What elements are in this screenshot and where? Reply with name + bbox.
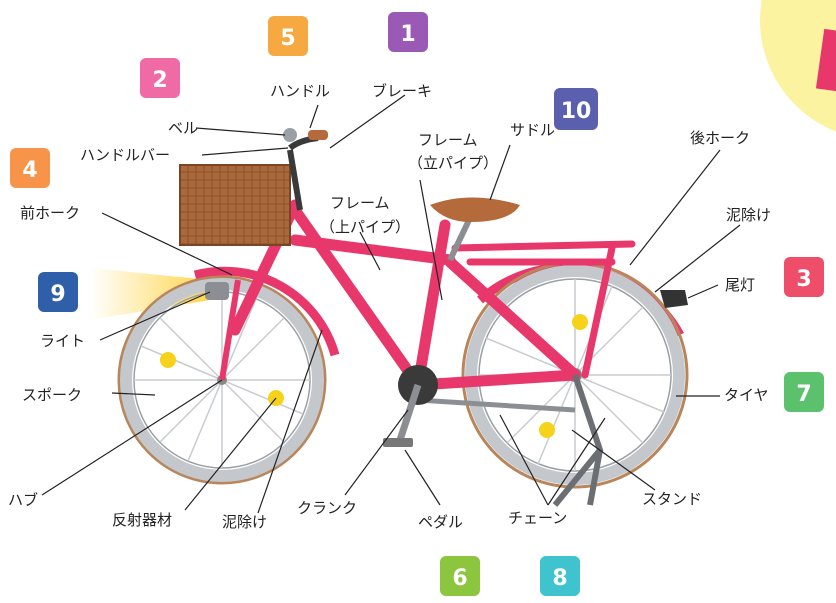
label-frame-top-2: （上パイプ） [320, 218, 410, 236]
badge-9-number: 9 [50, 282, 65, 307]
bell [283, 128, 297, 142]
badge-6-box [440, 556, 480, 596]
label-tire: タイヤ [724, 386, 769, 404]
label-bell: ベル [168, 119, 198, 137]
label-spoke: スポーク [22, 386, 82, 404]
badge-7-box [784, 372, 824, 412]
saddle [430, 197, 520, 222]
handle-grip [308, 130, 328, 140]
pedal-shape [383, 438, 413, 447]
label-taillight: 尾灯 [725, 276, 755, 294]
badge-10-box [554, 88, 598, 130]
label-mudguard-rear: 泥除け [726, 206, 771, 224]
front-mudguard [193, 266, 340, 357]
badge-6-number: 6 [452, 566, 467, 591]
badge-10-number: 10 [561, 99, 592, 124]
badge-2: 2 [140, 58, 180, 98]
badge-4-box [10, 148, 50, 188]
label-brake: ブレーキ [372, 82, 432, 100]
badge-9: 9 [38, 272, 78, 312]
label-mudguard-front: 泥除け [222, 513, 267, 531]
taillight [660, 290, 688, 308]
label-stand: スタンド [642, 490, 702, 508]
corner-decoration [760, 0, 836, 132]
badge-6: 6 [440, 556, 480, 596]
badge-8: 8 [540, 556, 580, 596]
label-hub: ハブ [8, 491, 38, 509]
seat-post [447, 216, 473, 262]
label-frame-top-1: フレーム [330, 194, 390, 212]
label-light: ライト [40, 332, 85, 350]
label-front-fork: 前ホーク [20, 204, 80, 222]
badge-1-box [388, 12, 428, 52]
badge-8-number: 8 [552, 566, 567, 591]
crank-arm [396, 383, 422, 442]
badge-7: 7 [784, 372, 824, 412]
front-reflector [160, 352, 176, 368]
headlight [205, 282, 229, 300]
badge-2-number: 2 [152, 68, 167, 93]
label-pedal: ペダル [418, 513, 463, 531]
frame [229, 199, 581, 391]
badge-2-box [140, 58, 180, 98]
label-handlebar: ハンドルバー [80, 146, 170, 164]
badge-1-number: 1 [400, 22, 415, 47]
front-fork [219, 279, 241, 381]
rear-reflector [572, 314, 588, 330]
badge-1: 1 [388, 12, 428, 52]
label-reflector: 反射器材 [112, 511, 172, 529]
badge-5-number: 5 [280, 26, 295, 51]
badge-3-number: 3 [796, 267, 811, 292]
rear-reflector-2 [539, 422, 555, 438]
badge-4: 4 [10, 148, 50, 188]
badge-10: 10 [554, 88, 598, 130]
label-rear-fork: 後ホーク [690, 129, 750, 147]
label-frame-vertical-2: （立パイプ） [408, 154, 498, 172]
chain [417, 397, 576, 413]
badge-3-box [784, 257, 824, 297]
badge-8-box [540, 556, 580, 596]
badge-3: 3 [784, 257, 824, 297]
rear-carrier [451, 240, 636, 379]
label-saddle: サドル [510, 121, 555, 139]
badge-7-number: 7 [796, 382, 811, 407]
badge-5-box [268, 16, 308, 56]
light-beam [90, 268, 210, 320]
badge-4-number: 4 [22, 158, 37, 183]
front-wheel [117, 275, 327, 485]
badge-5: 5 [268, 16, 308, 56]
label-chain: チェーン [508, 509, 567, 527]
label-frame-vertical-1: フレーム [418, 131, 478, 149]
label-crank: クランク [297, 499, 357, 517]
leader-lines [41, 94, 741, 514]
badge-9-box [38, 272, 78, 312]
label-handle: ハンドル [270, 82, 330, 100]
basket [179, 164, 291, 246]
